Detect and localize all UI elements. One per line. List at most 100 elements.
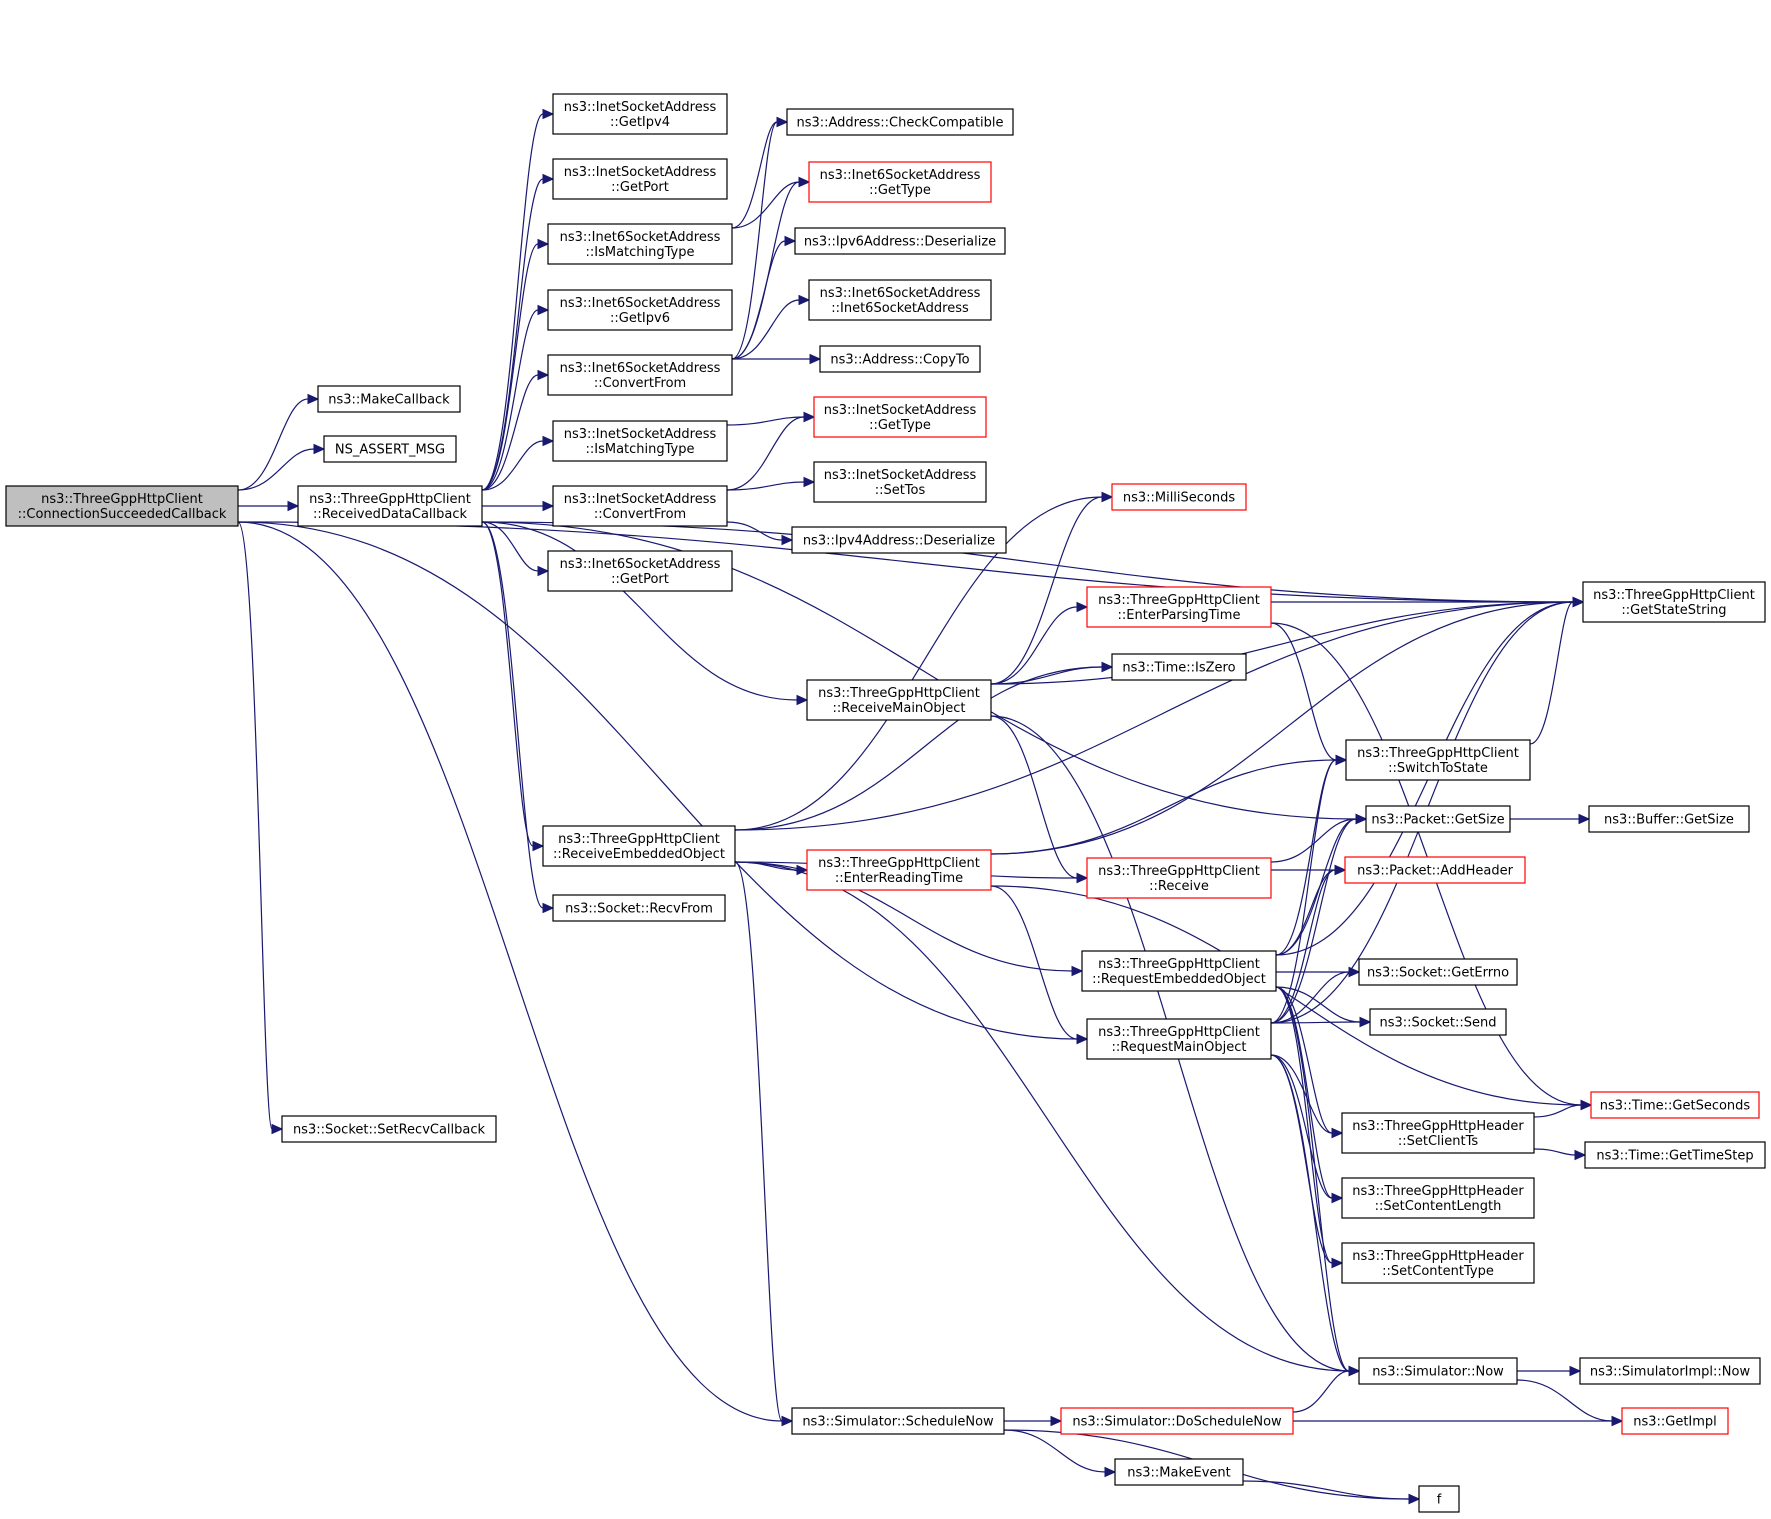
node-label: ns3::ThreeGppHttpClient: [309, 492, 471, 507]
arrowhead-root-to-make-callback: [307, 393, 320, 405]
node-label: ns3::Packet::AddHeader: [1357, 864, 1513, 879]
node-address-copy-to[interactable]: ns3::Address::CopyTo: [819, 345, 981, 373]
node-label: ns3::GetImpl: [1633, 1415, 1717, 1430]
node-box: [552, 485, 728, 527]
node-inet6-convert-from[interactable]: ns3::Inet6SocketAddress::ConvertFrom: [547, 354, 733, 396]
node-label: ::ConnectionSucceededCallback: [18, 507, 227, 522]
node-label: ns3::ThreeGppHttpClient: [818, 686, 980, 701]
node-time-get-time-step[interactable]: ns3::Time::GetTimeStep: [1584, 1141, 1766, 1169]
node-get-state-string[interactable]: ns3::ThreeGppHttpClient::GetStateString: [1582, 581, 1766, 623]
node-f[interactable]: f: [1418, 1485, 1460, 1513]
node-packet-get-size[interactable]: ns3::Packet::GetSize: [1365, 805, 1511, 833]
node-box: [794, 227, 1006, 255]
node-inet6-get-type[interactable]: ns3::Inet6SocketAddress::GetType: [808, 161, 992, 203]
node-label: ::ReceivedDataCallback: [313, 507, 468, 522]
node-inet6-ctor[interactable]: ns3::Inet6SocketAddress::Inet6SocketAddr…: [808, 279, 992, 321]
node-inet-get-ipv4[interactable]: ns3::InetSocketAddress::GetIpv4: [552, 93, 728, 135]
node-simulator-schedule-now[interactable]: ns3::Simulator::ScheduleNow: [791, 1407, 1005, 1435]
node-simulator-impl-now[interactable]: ns3::SimulatorImpl::Now: [1579, 1357, 1761, 1385]
arrowhead-inet6-convert-from-to-address-check-compatible: [776, 116, 789, 128]
edge-set-client-ts-to-time-get-time-step: [1533, 1148, 1576, 1156]
node-inet-set-tos[interactable]: ns3::InetSocketAddress::SetTos: [813, 461, 987, 503]
node-get-impl[interactable]: ns3::GetImpl: [1621, 1407, 1729, 1435]
edge-received-data-callback-to-get-state-string: [481, 521, 1574, 603]
arrowhead-inet6-convert-from-to-ipv6-deserialize: [784, 235, 797, 247]
node-box: [1344, 856, 1526, 884]
node-ipv6-deserialize[interactable]: ns3::Ipv6Address::Deserialize: [794, 227, 1006, 255]
node-label: ns3::Address::CheckCompatible: [796, 116, 1003, 131]
node-root[interactable]: ns3::ThreeGppHttpClient::ConnectionSucce…: [5, 485, 239, 527]
arrowhead-receive-embedded-object-to-milliseconds: [1101, 491, 1114, 503]
node-set-client-ts[interactable]: ns3::ThreeGppHttpHeader::SetClientTs: [1341, 1112, 1535, 1154]
node-label: ::IsMatchingType: [586, 245, 695, 260]
node-label: ::SetClientTs: [1398, 1134, 1479, 1149]
node-socket-send[interactable]: ns3::Socket::Send: [1369, 1008, 1507, 1036]
edge-root-to-get-state-string: [237, 521, 1574, 603]
node-buffer-get-size[interactable]: ns3::Buffer::GetSize: [1588, 805, 1750, 833]
node-time-get-seconds[interactable]: ns3::Time::GetSeconds: [1590, 1091, 1760, 1119]
node-inet-get-type[interactable]: ns3::InetSocketAddress::GetType: [813, 396, 987, 438]
node-ipv4-deserialize[interactable]: ns3::Ipv4Address::Deserialize: [791, 526, 1007, 554]
arrowhead-received-data-callback-to-inet-get-port: [542, 173, 555, 185]
node-address-check-compatible[interactable]: ns3::Address::CheckCompatible: [786, 108, 1014, 136]
node-packet-add-header[interactable]: ns3::Packet::AddHeader: [1344, 856, 1526, 884]
node-box: [1579, 1357, 1761, 1385]
node-make-event[interactable]: ns3::MakeEvent: [1114, 1458, 1244, 1486]
node-box: [323, 435, 457, 463]
node-socket-recv-from[interactable]: ns3::Socket::RecvFrom: [552, 894, 726, 922]
edge-received-data-callback-to-packet-get-size: [481, 521, 1357, 820]
edge-enter-parsing-time-to-switch-to-state: [1270, 622, 1337, 761]
node-box: [1086, 857, 1272, 899]
node-label: ns3::Simulator::ScheduleNow: [802, 1415, 994, 1430]
node-receive[interactable]: ns3::ThreeGppHttpClient::Receive: [1086, 857, 1272, 899]
node-socket-get-errno[interactable]: ns3::Socket::GetErrno: [1358, 958, 1518, 986]
node-label: ns3::Inet6SocketAddress: [560, 361, 721, 376]
node-label: ::RequestEmbeddedObject: [1092, 972, 1266, 987]
arrowhead-packet-get-size-to-buffer-get-size: [1578, 813, 1591, 825]
node-box: [813, 396, 987, 438]
arrowhead-received-data-callback-to-socket-recv-from: [542, 902, 555, 914]
node-set-content-type[interactable]: ns3::ThreeGppHttpHeader::SetContentType: [1341, 1242, 1535, 1284]
node-inet-is-matching-type[interactable]: ns3::InetSocketAddress::IsMatchingType: [552, 420, 728, 462]
node-label: ns3::Ipv4Address::Deserialize: [803, 534, 995, 549]
node-inet6-is-matching-type[interactable]: ns3::Inet6SocketAddress::IsMatchingType: [547, 223, 733, 265]
node-inet-get-port[interactable]: ns3::InetSocketAddress::GetPort: [552, 158, 728, 200]
node-box: [1582, 581, 1766, 623]
node-label: ns3::Time::GetTimeStep: [1596, 1149, 1753, 1164]
node-set-recv-callback[interactable]: ns3::Socket::SetRecvCallback: [281, 1115, 497, 1143]
node-inet-convert-from[interactable]: ns3::InetSocketAddress::ConvertFrom: [552, 485, 728, 527]
node-enter-reading-time[interactable]: ns3::ThreeGppHttpClient::EnterReadingTim…: [806, 849, 992, 891]
node-enter-parsing-time[interactable]: ns3::ThreeGppHttpClient::EnterParsingTim…: [1086, 586, 1272, 628]
arrowhead-simulator-schedule-now-to-make-event: [1104, 1466, 1117, 1478]
node-box: [1341, 1177, 1535, 1219]
node-box: [542, 825, 736, 867]
node-milliseconds[interactable]: ns3::MilliSeconds: [1111, 483, 1247, 511]
node-simulator-now[interactable]: ns3::Simulator::Now: [1358, 1357, 1518, 1385]
node-received-data-callback[interactable]: ns3::ThreeGppHttpClient::ReceivedDataCal…: [297, 485, 483, 527]
node-inet6-get-ipv6[interactable]: ns3::Inet6SocketAddress::GetIpv6: [547, 289, 733, 331]
node-label: ns3::ThreeGppHttpHeader: [1352, 1119, 1524, 1134]
node-time-is-zero[interactable]: ns3::Time::IsZero: [1111, 653, 1247, 681]
node-label: ::SetTos: [875, 483, 926, 498]
edge-enter-reading-time-to-request-main-object: [990, 885, 1078, 1040]
node-receive-main-object[interactable]: ns3::ThreeGppHttpClient::ReceiveMainObje…: [806, 679, 992, 721]
node-box: [1621, 1407, 1729, 1435]
node-request-main-object[interactable]: ns3::ThreeGppHttpClient::RequestMainObje…: [1086, 1018, 1272, 1060]
node-box: [281, 1115, 497, 1143]
node-label: ::GetType: [869, 418, 931, 433]
node-inet6-get-port[interactable]: ns3::Inet6SocketAddress::GetPort: [547, 550, 733, 592]
node-label: ::GetIpv4: [610, 115, 670, 130]
edge-inet-is-matching-type-to-inet-get-type: [726, 416, 805, 426]
node-request-embedded-object[interactable]: ns3::ThreeGppHttpClient::RequestEmbedded…: [1081, 950, 1277, 992]
node-make-callback[interactable]: ns3::MakeCallback: [317, 385, 461, 413]
node-switch-to-state[interactable]: ns3::ThreeGppHttpClient::SwitchToState: [1345, 739, 1531, 781]
arrowhead-root-to-ns-assert-msg: [313, 443, 326, 455]
node-ns-assert-msg[interactable]: NS_ASSERT_MSG: [323, 435, 457, 463]
node-simulator-do-schedule-now[interactable]: ns3::Simulator::DoScheduleNow: [1060, 1407, 1294, 1435]
node-receive-embedded-object[interactable]: ns3::ThreeGppHttpClient::ReceiveEmbedded…: [542, 825, 736, 867]
node-label: ::Receive: [1149, 879, 1209, 894]
edge-inet6-convert-from-to-ipv6-deserialize: [731, 240, 786, 360]
node-set-content-length[interactable]: ns3::ThreeGppHttpHeader::SetContentLengt…: [1341, 1177, 1535, 1219]
node-box: [1584, 1141, 1766, 1169]
